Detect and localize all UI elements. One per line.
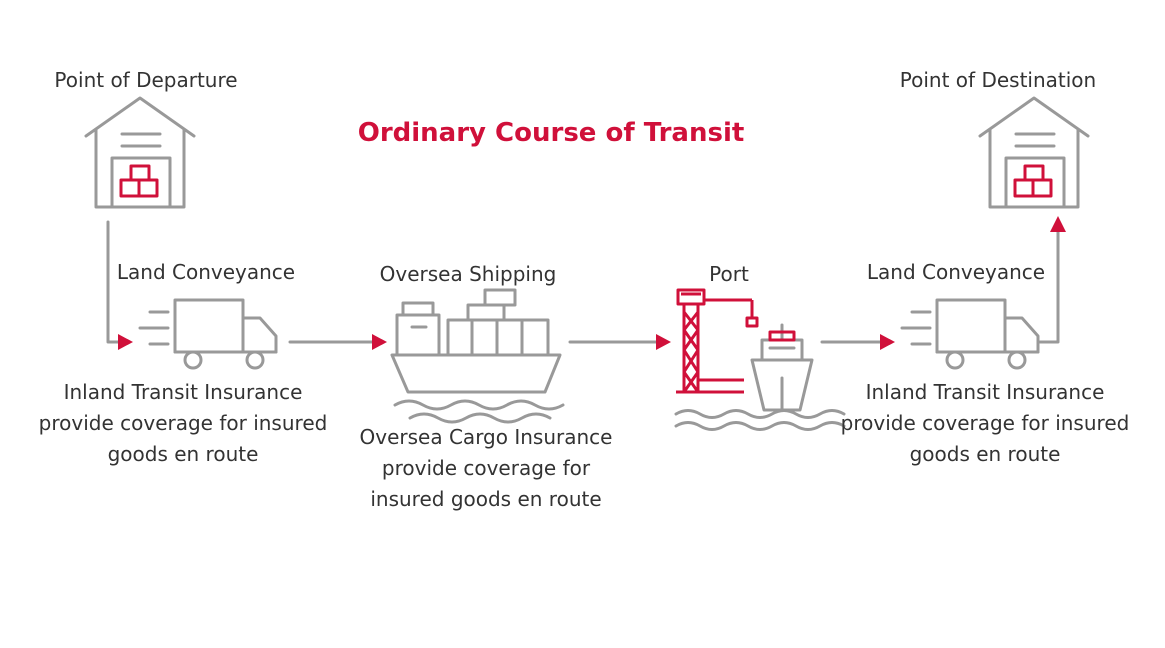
connector-destination bbox=[1038, 230, 1060, 344]
oversea-line-2: provide coverage for bbox=[381, 456, 591, 480]
crates-departure-icon bbox=[119, 164, 159, 198]
inland-left-line-2: provide coverage for insured bbox=[38, 411, 328, 435]
inland-left-line-1: Inland Transit Insurance bbox=[63, 380, 303, 404]
arrow-to-truck-left bbox=[118, 334, 133, 350]
oversea-cargo-description: Oversea Cargo Insurance provide coverage… bbox=[360, 422, 613, 515]
port-ship-accent-icon bbox=[768, 330, 796, 342]
arrow-to-ship bbox=[372, 334, 387, 350]
truck-right-icon bbox=[900, 298, 1040, 370]
inland-right-line-2: provide coverage for insured bbox=[840, 411, 1130, 435]
arrow-to-port bbox=[656, 334, 671, 350]
cargo-ship-icon bbox=[390, 288, 565, 424]
land-conveyance-right-label: Land Conveyance bbox=[866, 260, 1046, 284]
inland-right-line-3: goods en route bbox=[909, 442, 1061, 466]
oversea-line-1: Oversea Cargo Insurance bbox=[359, 425, 613, 449]
port-ship-icon bbox=[674, 323, 846, 431]
truck-left-icon bbox=[138, 298, 278, 370]
arrow-to-destination bbox=[1050, 216, 1066, 232]
destination-label: Point of Destination bbox=[899, 68, 1097, 92]
inland-right-line-1: Inland Transit Insurance bbox=[865, 380, 1105, 404]
oversea-shipping-label: Oversea Shipping bbox=[379, 262, 557, 286]
inland-left-line-3: goods en route bbox=[107, 442, 259, 466]
warehouse-destination-icon bbox=[978, 96, 1090, 209]
oversea-line-3: insured goods en route bbox=[370, 487, 602, 511]
arrow-to-truck-right bbox=[880, 334, 895, 350]
connector-departure bbox=[106, 220, 120, 344]
warehouse-departure-icon bbox=[84, 96, 196, 209]
inland-transit-right-description: Inland Transit Insurance provide coverag… bbox=[841, 377, 1130, 470]
diagram-title: Ordinary Course of Transit bbox=[357, 118, 745, 148]
port-crane-icon bbox=[676, 288, 759, 394]
crates-destination-icon bbox=[1013, 164, 1053, 198]
land-conveyance-left-label: Land Conveyance bbox=[116, 260, 296, 284]
departure-label: Point of Departure bbox=[54, 68, 238, 92]
inland-transit-left-description: Inland Transit Insurance provide coverag… bbox=[39, 377, 328, 470]
port-label: Port bbox=[709, 262, 749, 286]
